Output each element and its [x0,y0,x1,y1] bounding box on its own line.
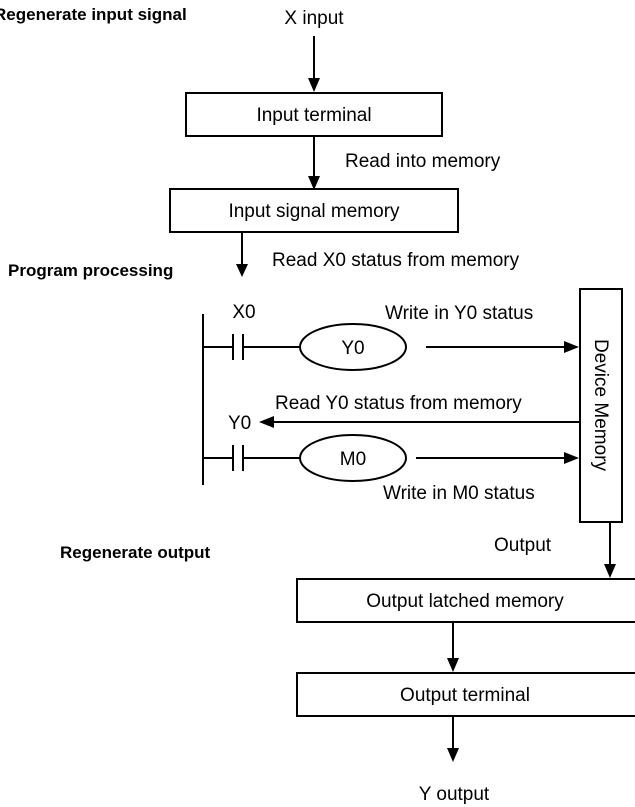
write-m0-status-label: Write in M0 status [383,483,535,504]
latched-to-terminal-arrowhead [447,658,459,672]
read-y0-status-label: Read Y0 status from memory [275,393,522,414]
output-latched-memory-box [296,578,635,623]
input-signal-memory-box [169,188,459,233]
phase-regenerate-output-label: Regenerate output [60,543,211,562]
input-terminal-label: Input terminal [256,105,371,126]
output-label: Output [494,535,552,556]
y-output-label: Y output [419,784,490,805]
contact-y0-label: Y0 [228,413,251,434]
output-terminal-label: Output terminal [400,685,530,706]
read-y0-arrowhead [259,416,274,428]
write-y0-arrowhead [564,341,579,353]
output-terminal-box [296,672,635,717]
read-x0-status-label: Read X0 status from memory [272,250,520,271]
output-arrowhead [604,564,616,578]
device-memory-label: Device Memory [590,339,611,471]
coil-y0 [299,323,407,371]
phase-regenerate-input-label: Regenerate input signal [0,5,187,24]
output-latched-memory-label: Output latched memory [366,591,564,612]
terminal-to-y-output-arrowhead [447,748,459,762]
coil-y0-label: Y0 [341,338,364,359]
x-input-label: X input [284,8,344,29]
device-memory-box [579,288,623,523]
write-m0-arrowhead [564,452,579,464]
phase-program-processing-label: Program processing [8,261,173,280]
read-into-memory-arrowhead [308,176,320,190]
input-signal-memory-label: Input signal memory [228,201,400,222]
coil-m0-label: M0 [340,449,366,470]
read-into-memory-label: Read into memory [345,151,501,172]
write-y0-status-label: Write in Y0 status [385,303,533,324]
x-input-arrowhead [308,78,320,92]
coil-m0 [299,434,407,482]
program-processing-arrowhead [236,264,248,277]
contact-x0-label: X0 [232,302,255,323]
